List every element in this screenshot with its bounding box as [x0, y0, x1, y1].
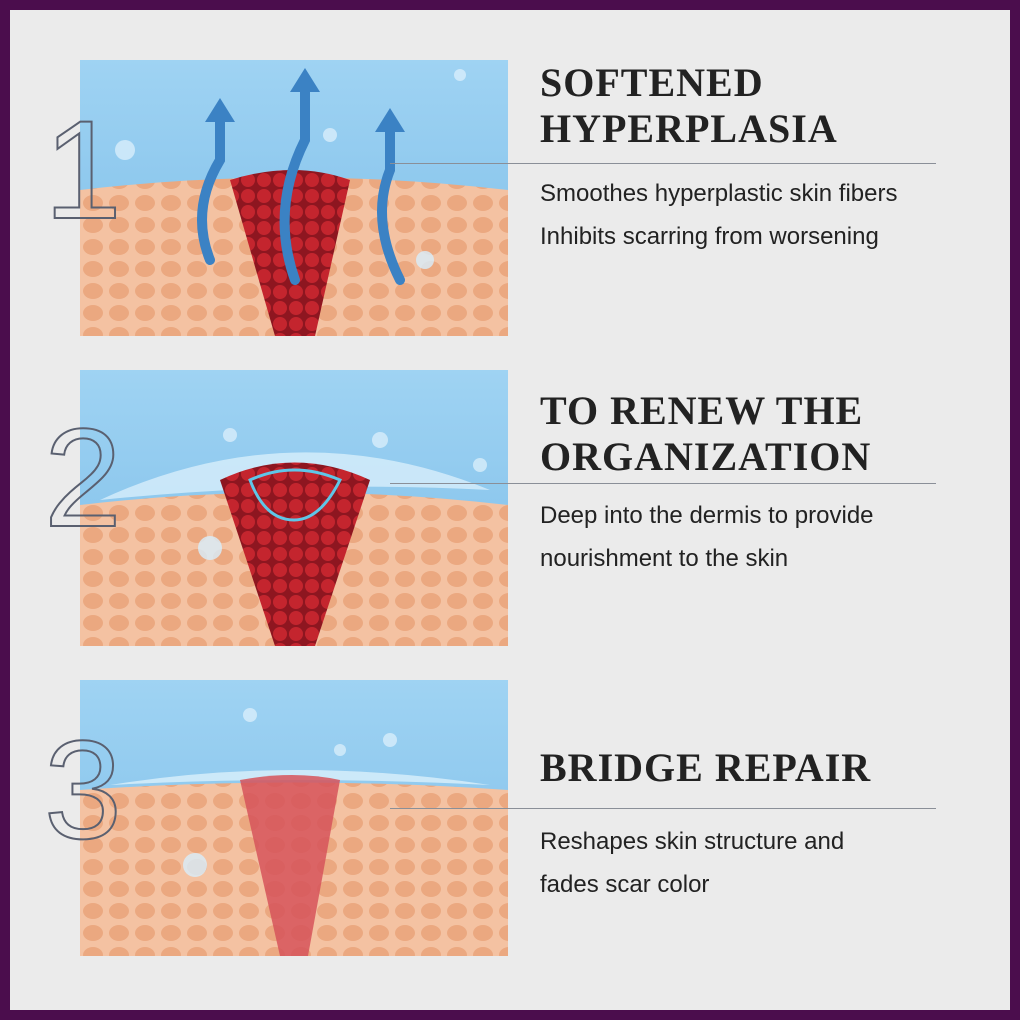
infographic: 1 SOFTENED HYPERPLASIA Smoothes hyperpla…: [10, 10, 1010, 1010]
skin-illustration-renewal: [80, 370, 508, 646]
step-title: SOFTENED HYPERPLASIA: [540, 60, 838, 152]
step-title: TO RENEW THE ORGANIZATION: [540, 388, 871, 480]
desc-line: Deep into the dermis to provide: [540, 502, 874, 529]
step-2: 2 TO RENEW THE ORGANIZATION Deep into th…: [10, 370, 1010, 646]
divider: [390, 483, 936, 484]
desc-line: fades scar color: [540, 871, 710, 898]
title-line: SOFTENED: [540, 60, 764, 105]
divider: [390, 808, 936, 809]
title-line: ORGANIZATION: [540, 434, 872, 479]
skin-illustration-repair: [80, 680, 508, 956]
title-line: BRIDGE REPAIR: [540, 745, 872, 790]
title-line: HYPERPLASIA: [540, 106, 838, 151]
desc-line: Reshapes skin structure and: [540, 828, 845, 855]
step-title: BRIDGE REPAIR: [540, 745, 871, 791]
step-number: 3: [43, 711, 123, 868]
title-line: TO RENEW THE: [540, 388, 864, 433]
desc-line: nourishment to the skin: [540, 545, 789, 572]
skin-illustration-softening: [80, 60, 508, 336]
step-number: 1: [43, 91, 123, 248]
desc-line: Smoothes hyperplastic skin fibers: [540, 180, 898, 207]
step-description: Smoothes hyperplastic skin fibers Inhibi…: [540, 172, 898, 258]
step-description: Reshapes skin structure and fades scar c…: [540, 820, 844, 906]
step-description: Deep into the dermis to provide nourishm…: [540, 494, 874, 580]
step-number: 2: [43, 399, 123, 556]
step-1: 1 SOFTENED HYPERPLASIA Smoothes hyperpla…: [10, 60, 1010, 336]
desc-line: Inhibits scarring from worsening: [540, 223, 879, 250]
divider: [390, 163, 936, 164]
step-3: 3 BRIDGE REPAIR Reshapes skin structure …: [10, 680, 1010, 956]
